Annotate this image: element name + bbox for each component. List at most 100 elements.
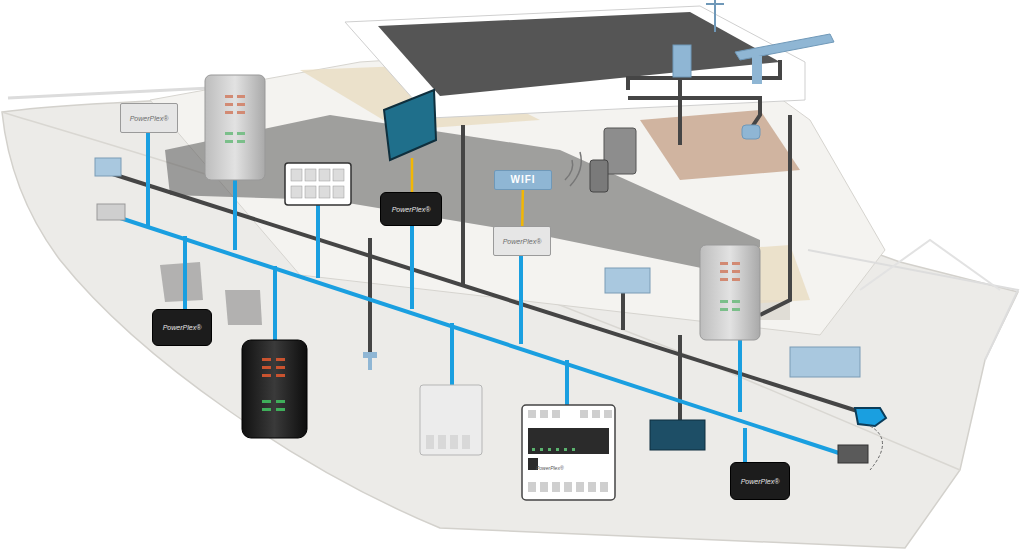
battery-cylinder — [262, 400, 271, 403]
node-label: PowerPlex® — [741, 478, 780, 485]
keypad-panel — [285, 163, 351, 205]
battery-cylinder — [732, 278, 740, 281]
digital-switching-bank — [576, 482, 584, 492]
superstructure — [225, 290, 262, 325]
keypad-panel — [319, 186, 330, 198]
sensor-box — [95, 158, 121, 176]
blue-network-cable — [519, 256, 523, 344]
blue-network-cable — [273, 266, 277, 340]
digital-switching-bank — [580, 410, 588, 418]
battery-cylinder — [262, 358, 285, 377]
node-label: PowerPlex® — [130, 115, 169, 122]
digital-switching-bank — [564, 448, 567, 451]
hardtop-solar-panel — [345, 6, 1018, 360]
tablet-phone — [604, 128, 636, 174]
yellow-display-cable — [411, 158, 414, 192]
digital-switching-bank — [552, 410, 560, 418]
sensor-box — [95, 125, 886, 470]
control-module: PowerPlex® — [120, 103, 178, 133]
blue-network-cable — [233, 180, 237, 250]
digital-switching-bank — [564, 482, 572, 492]
battery-cylinder — [732, 262, 740, 265]
gray-network-cable — [100, 170, 870, 415]
sensor-box — [426, 435, 434, 449]
keypad-panel — [333, 169, 344, 181]
digital-switching-bank — [528, 410, 612, 418]
sensor-box — [790, 347, 860, 377]
helm-display — [384, 90, 436, 160]
digital-switching-bank — [572, 448, 575, 451]
keypad-panel — [305, 169, 316, 181]
digital-switching-bank — [592, 410, 600, 418]
battery-cylinder — [225, 132, 233, 135]
gray-network-cable — [628, 98, 760, 130]
yellow-display-cable — [411, 158, 414, 192]
digital-switching-bank — [556, 448, 559, 451]
battery-cylinder — [225, 95, 233, 98]
battery-cylinder — [276, 358, 285, 361]
blue-network-cable — [450, 323, 454, 385]
battery-cylinder — [732, 300, 740, 303]
blue-network-cable — [738, 340, 742, 412]
battery-cylinder — [262, 408, 271, 411]
sensor-box — [363, 352, 377, 358]
gray-network-cable — [100, 60, 870, 428]
control-module: PowerPlex® — [152, 309, 212, 346]
node-label: PowerPlex® — [536, 466, 564, 471]
hardtop-solar-panel — [808, 250, 1018, 360]
digital-switching-bank — [600, 482, 608, 492]
digital-switching-bank — [522, 405, 615, 500]
battery-cylinder — [242, 340, 307, 438]
battery-cylinder — [225, 140, 233, 143]
digital-switching-bank — [604, 410, 612, 418]
blue-network-cable — [565, 360, 569, 405]
digital-switching-bank — [548, 448, 551, 451]
battery-cylinder — [205, 75, 760, 438]
blue-network-cable — [105, 213, 845, 455]
blue-network-cable — [316, 205, 320, 278]
superstructure — [640, 110, 800, 180]
battery-cylinder — [276, 374, 285, 377]
digital-switching-bank — [540, 410, 548, 418]
digital-switching-bank — [532, 448, 575, 451]
sensor-box — [426, 435, 470, 449]
battery-cylinder — [276, 408, 285, 411]
digital-switching-bank — [528, 482, 536, 492]
tablet-phone — [590, 160, 608, 192]
sensor-box — [450, 435, 458, 449]
keypad-panel — [291, 186, 302, 198]
battery-cylinder — [225, 95, 245, 114]
battery-cylinder — [720, 270, 728, 273]
blue-network-cable — [105, 133, 845, 462]
mast-antennas — [735, 34, 834, 60]
hull — [2, 82, 1018, 548]
digital-switching-bank — [522, 405, 615, 500]
superstructure — [160, 262, 203, 302]
battery-cylinder — [700, 245, 760, 340]
blue-network-cable — [410, 226, 414, 309]
digital-switching-bank — [528, 428, 609, 454]
battery-cylinder — [262, 374, 271, 377]
mast-antennas — [706, 0, 724, 12]
control-module: PowerPlex® — [380, 192, 442, 226]
sensor-box — [855, 408, 886, 426]
keypad-panel — [319, 169, 330, 181]
hardtop-solar-panel — [860, 240, 1000, 290]
keypad-panel — [333, 186, 344, 198]
battery-cylinder — [720, 308, 728, 311]
digital-switching-bank — [588, 482, 596, 492]
battery-cylinder — [237, 132, 245, 135]
battery-cylinder — [732, 270, 740, 273]
blue-network-cable — [146, 133, 150, 226]
battery-cylinder — [732, 308, 740, 311]
digital-switching-bank — [528, 482, 608, 492]
mast-antennas — [673, 0, 834, 84]
node-label: WIFI — [510, 175, 535, 185]
hull — [2, 94, 1018, 548]
battery-cylinder — [225, 103, 233, 106]
sensor-box — [97, 204, 125, 220]
